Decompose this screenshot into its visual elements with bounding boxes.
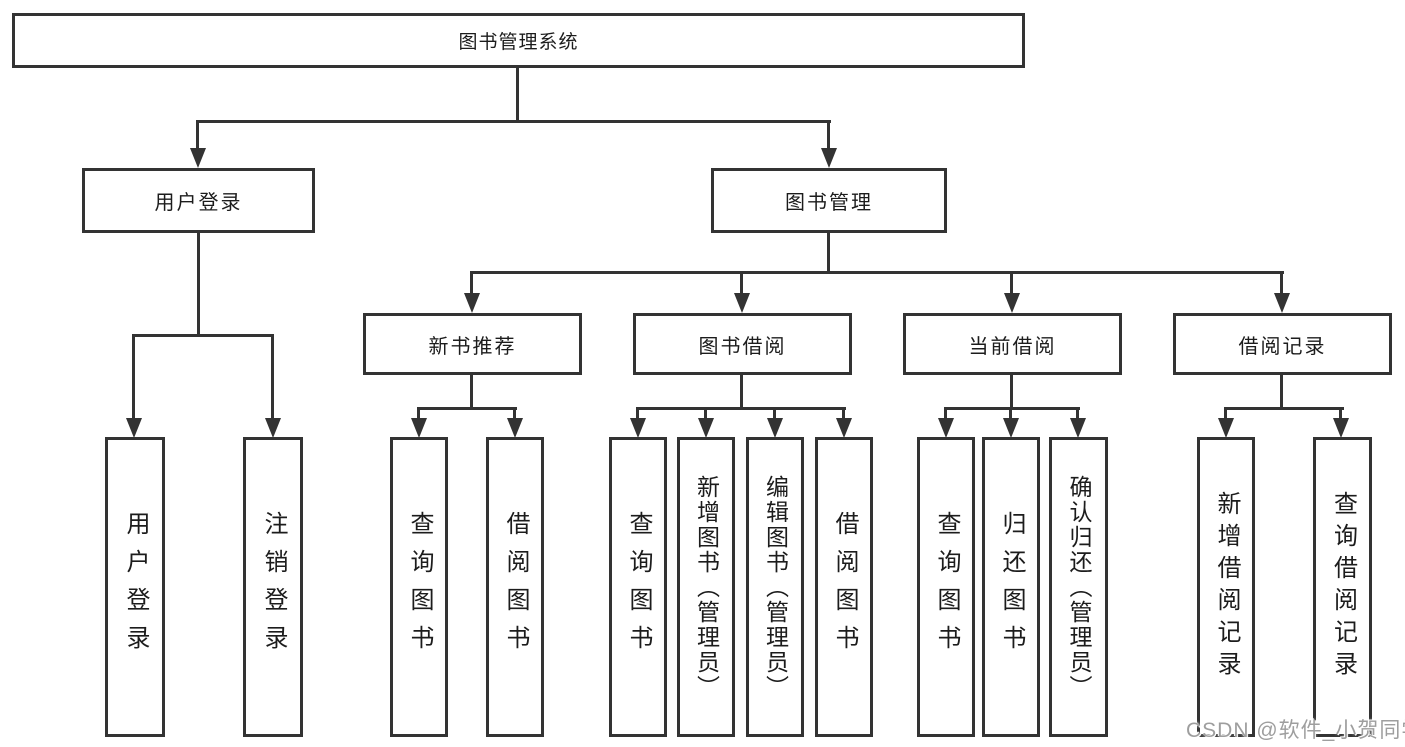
connector-recommend-stem xyxy=(470,375,473,410)
node-library-management-system: 图书管理系统 xyxy=(12,13,1025,68)
connector-records-stem xyxy=(1280,375,1283,410)
leaf-current-query-books: 查询图书 xyxy=(917,437,975,737)
arrowhead-current-borrowing xyxy=(1004,293,1020,313)
connector-current-rail xyxy=(944,407,1080,410)
connector-bookmgmt-drop-4 xyxy=(1280,271,1283,295)
connector-current-drop-3 xyxy=(1076,407,1079,420)
connector-root-drop-left xyxy=(196,120,199,150)
leaf-recommend-borrow-books: 借阅图书 xyxy=(486,437,544,737)
connector-root-rail xyxy=(196,120,831,123)
connector-borrowing-drop-1 xyxy=(636,407,639,420)
arrowhead-records-add xyxy=(1218,418,1234,438)
connector-bookmgmt-drop-1 xyxy=(470,271,473,295)
node-borrowing-records: 借阅记录 xyxy=(1173,313,1392,375)
connector-recommend-drop-2 xyxy=(513,407,516,420)
connector-bookmgmt-drop-2 xyxy=(740,271,743,295)
arrowhead-borrowing-edit xyxy=(767,418,783,438)
connector-bookmgmt-stem xyxy=(827,233,830,274)
leaf-recommend-query-books: 查询图书 xyxy=(390,437,448,737)
arrowhead-recommend-borrow xyxy=(507,418,523,438)
arrowhead-book-borrowing xyxy=(734,293,750,313)
leaf-current-confirm-return-admin: 确认归还（管理员） xyxy=(1049,437,1108,737)
leaf-user-login: 用户登录 xyxy=(105,437,165,737)
connector-records-rail xyxy=(1224,407,1344,410)
connector-borrowing-rail xyxy=(636,407,846,410)
connector-borrowing-drop-4 xyxy=(842,407,845,420)
arrowhead-book-management xyxy=(821,148,837,168)
connector-borrowing-stem xyxy=(740,375,743,410)
arrowhead-user-login xyxy=(190,148,206,168)
leaf-borrowing-query-books: 查询图书 xyxy=(609,437,667,737)
connector-current-stem xyxy=(1010,375,1013,410)
arrowhead-borrowing-query xyxy=(630,418,646,438)
connector-userlogin-drop-1 xyxy=(132,334,135,420)
node-book-borrowing: 图书借阅 xyxy=(633,313,852,375)
leaf-borrowing-borrow-books: 借阅图书 xyxy=(815,437,873,737)
node-new-book-recommend: 新书推荐 xyxy=(363,313,582,375)
arrowhead-current-return xyxy=(1003,418,1019,438)
connector-bookmgmt-rail xyxy=(470,271,1284,274)
connector-borrowing-drop-3 xyxy=(773,407,776,420)
connector-userlogin-rail xyxy=(132,334,274,337)
leaf-records-query-record: 查询借阅记录 xyxy=(1313,437,1372,737)
node-book-management: 图书管理 xyxy=(711,168,947,233)
node-user-login: 用户登录 xyxy=(82,168,315,233)
arrowhead-new-book-recommend xyxy=(464,293,480,313)
leaf-borrowing-edit-books-admin: 编辑图书（管理员） xyxy=(746,437,804,737)
connector-recommend-drop-1 xyxy=(417,407,420,420)
arrowhead-leaf-logout xyxy=(265,418,281,438)
arrowhead-current-confirm xyxy=(1070,418,1086,438)
arrowhead-records-query xyxy=(1333,418,1349,438)
connector-records-drop-2 xyxy=(1339,407,1342,420)
connector-root-stem xyxy=(516,68,519,122)
arrowhead-borrowing-records xyxy=(1274,293,1290,313)
connector-bookmgmt-drop-3 xyxy=(1010,271,1013,295)
arrowhead-leaf-user-login xyxy=(126,418,142,438)
connector-current-drop-1 xyxy=(944,407,947,420)
leaf-logout: 注销登录 xyxy=(243,437,303,737)
csdn-watermark: CSDN @软件_小贺同学 xyxy=(1186,719,1405,742)
node-current-borrowing: 当前借阅 xyxy=(903,313,1122,375)
connector-borrowing-drop-2 xyxy=(704,407,707,420)
connector-recommend-rail xyxy=(417,407,517,410)
leaf-records-add-record: 新增借阅记录 xyxy=(1197,437,1255,737)
connector-records-drop-1 xyxy=(1224,407,1227,420)
connector-userlogin-drop-2 xyxy=(271,334,274,420)
connector-userlogin-stem xyxy=(197,233,200,337)
arrowhead-recommend-query xyxy=(411,418,427,438)
arrowhead-borrowing-borrow xyxy=(836,418,852,438)
connector-root-drop-right xyxy=(827,120,830,150)
leaf-borrowing-add-books-admin: 新增图书（管理员） xyxy=(677,437,735,737)
arrowhead-current-query xyxy=(938,418,954,438)
arrowhead-borrowing-add xyxy=(698,418,714,438)
leaf-current-return-books: 归还图书 xyxy=(982,437,1040,737)
connector-current-drop-2 xyxy=(1009,407,1012,420)
